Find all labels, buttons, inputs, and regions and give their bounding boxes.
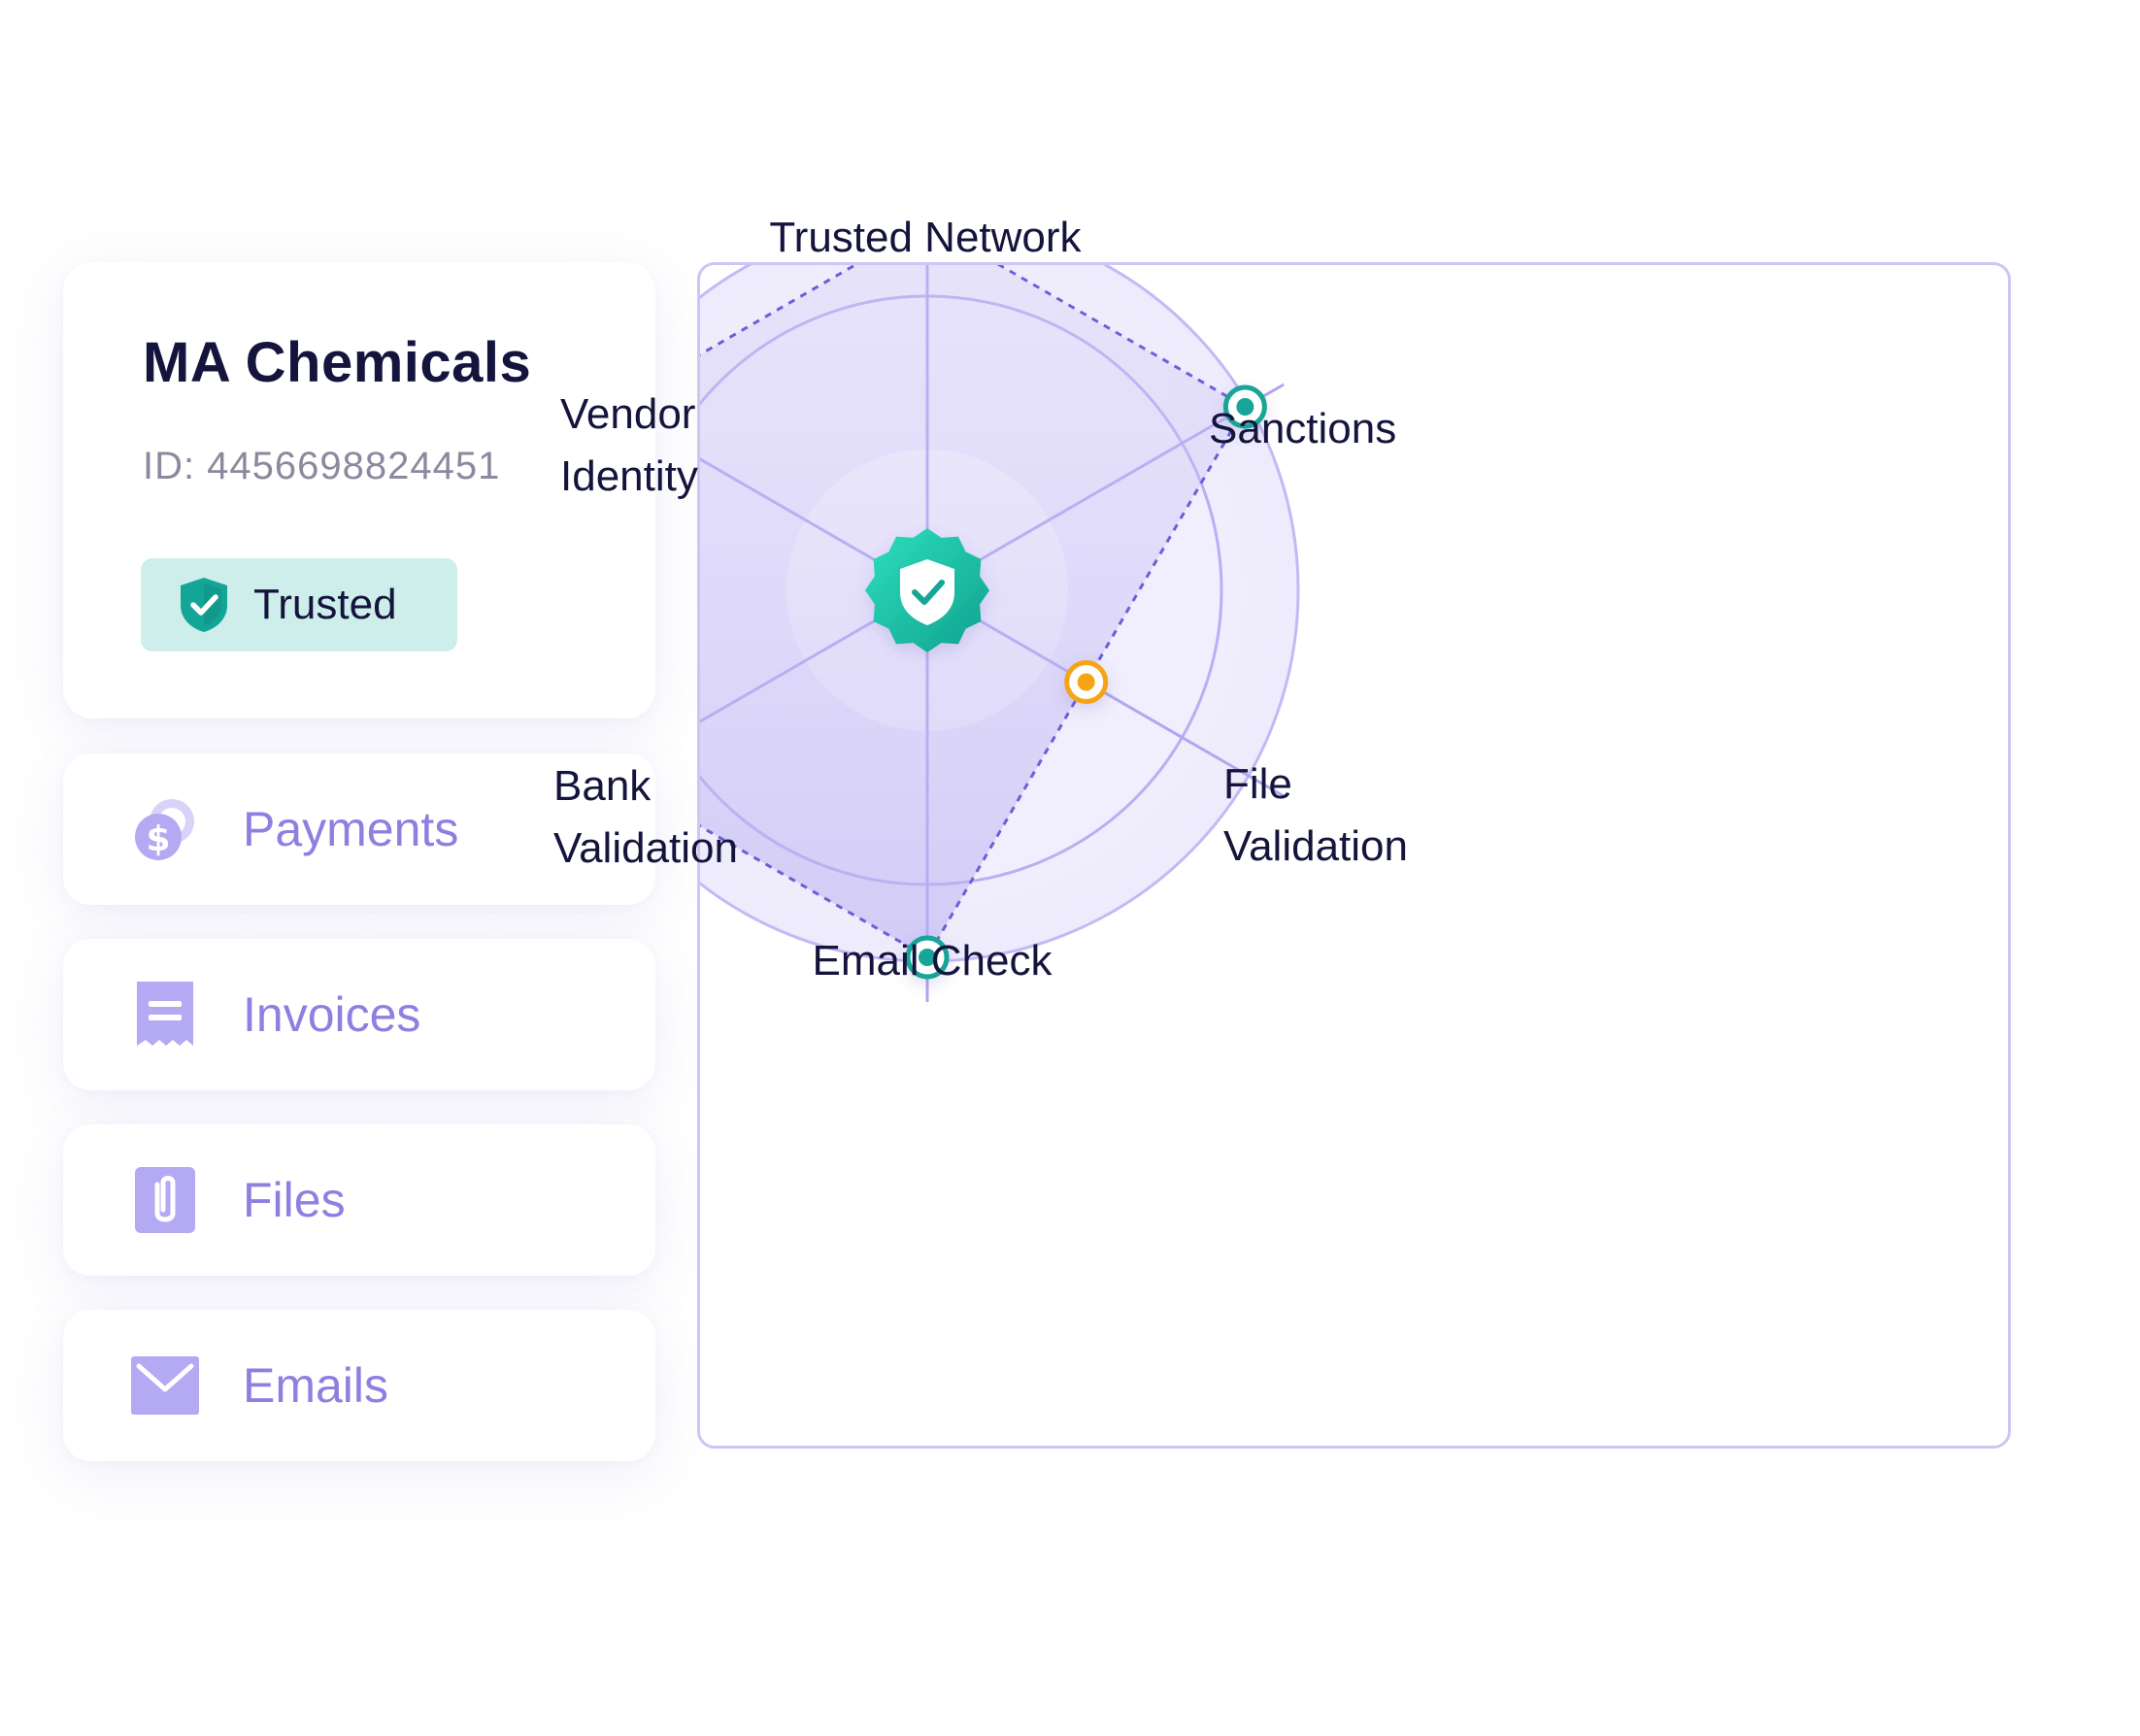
radar-point-file-validation[interactable] bbox=[1064, 660, 1109, 704]
radar-point-sanctions[interactable] bbox=[1222, 384, 1267, 429]
svg-text:$: $ bbox=[146, 819, 170, 859]
shield-check-icon bbox=[865, 528, 989, 652]
radar-axis-label-line: Validation bbox=[1223, 822, 1408, 870]
radar-axis-label-line: File bbox=[1223, 760, 1292, 808]
coins-dollar-icon: $ bbox=[135, 799, 194, 860]
radar-axis-label-line: Trusted Network bbox=[769, 214, 1082, 261]
nav-item-label: Emails bbox=[243, 1358, 389, 1413]
receipt-icon bbox=[137, 982, 193, 1046]
nav-item-files[interactable]: Files bbox=[63, 1124, 655, 1276]
vendor-id-label: ID: bbox=[143, 445, 196, 487]
status-badge-label: Trusted bbox=[253, 581, 397, 628]
radar-axis-label-line: Validation bbox=[553, 824, 738, 872]
paperclip-file-icon bbox=[135, 1167, 195, 1233]
shield-check-icon bbox=[181, 578, 227, 632]
vendor-id: ID: 4456698824451 bbox=[143, 445, 500, 488]
vendor-name: MA Chemicals bbox=[143, 331, 532, 394]
vendor-card: MA Chemicals ID: 4456698824451 Trusted bbox=[63, 262, 655, 718]
radar-axis-label-line: Email Check bbox=[812, 937, 1053, 985]
nav-item-emails[interactable]: Emails bbox=[63, 1310, 655, 1461]
nav-item-invoices[interactable]: Invoices bbox=[63, 939, 655, 1090]
radar-axis-label-line: Bank bbox=[553, 762, 652, 810]
radar-axis-label-email-check: Email Check bbox=[641, 930, 1223, 992]
radar-point-email-check[interactable] bbox=[905, 935, 950, 980]
nav-item-label: Payments bbox=[243, 802, 459, 856]
radar-axis-label-line: Vendor bbox=[560, 390, 696, 438]
envelope-icon bbox=[131, 1356, 199, 1415]
radar-axis-label-line: Sanctions bbox=[1209, 405, 1397, 452]
nav-item-label: Invoices bbox=[243, 987, 421, 1042]
radar-axis-label-sanctions: Sanctions bbox=[1209, 398, 1396, 460]
risk-radar-chart bbox=[700, 265, 1300, 1002]
radar-axis-label-line: Identity bbox=[560, 452, 698, 500]
vendor-id-value: 4456698824451 bbox=[207, 445, 501, 487]
nav-item-label: Files bbox=[243, 1173, 346, 1227]
nav-item-payments[interactable]: $ Payments bbox=[63, 753, 655, 905]
radar-axis-label-trusted-network: Trusted Network bbox=[634, 207, 1217, 269]
status-badge: Trusted bbox=[141, 558, 457, 651]
